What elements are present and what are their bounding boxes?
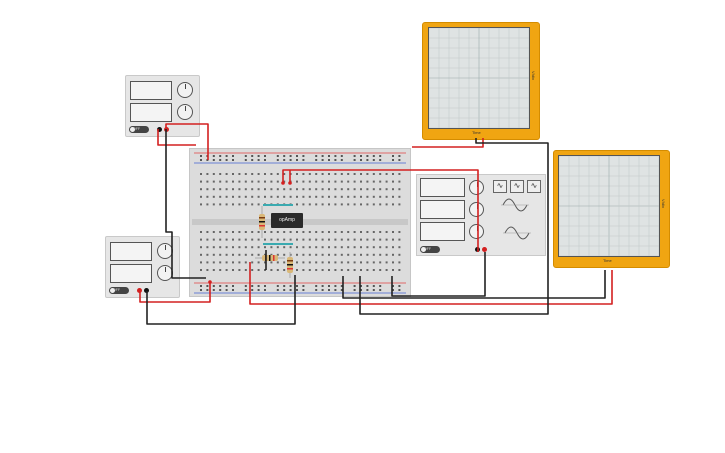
power-label: OFF — [424, 247, 431, 251]
time-label: Time — [603, 258, 612, 263]
power-switch-icon[interactable]: OFF — [109, 287, 129, 294]
negative-terminal[interactable] — [157, 127, 162, 132]
opamp-label: opAmp — [279, 217, 295, 223]
current-knob-icon[interactable] — [177, 104, 193, 120]
scope-screen — [428, 27, 530, 129]
current-display — [110, 264, 152, 283]
time-label: Time — [472, 130, 481, 135]
voltage-display — [110, 242, 152, 261]
power-supply-top[interactable]: OFF — [125, 75, 200, 137]
current-display — [130, 103, 172, 122]
voltage-knob-icon[interactable] — [177, 82, 193, 98]
negative-terminal[interactable] — [475, 247, 480, 252]
voltage-knob-icon[interactable] — [157, 243, 173, 259]
oscilloscope-top[interactable]: Time V/div — [422, 22, 540, 140]
volts-per-div-label: V/div — [530, 71, 536, 80]
negative-terminal[interactable] — [144, 288, 149, 293]
positive-terminal[interactable] — [482, 247, 487, 252]
power-label: OFF — [113, 288, 120, 292]
waveform-preview-icon — [501, 198, 531, 240]
power-switch-icon[interactable]: OFF — [420, 246, 440, 253]
power-supply-bottom[interactable]: OFF — [105, 236, 180, 298]
function-generator[interactable]: ∿ ∿ ∿ OFF — [416, 174, 546, 256]
volts-per-div-label: V/div — [660, 199, 666, 208]
oscilloscope-right[interactable]: Time V/div — [553, 150, 670, 268]
power-label: OFF — [133, 127, 140, 131]
scope-screen — [558, 155, 660, 257]
power-switch-icon[interactable]: OFF — [129, 126, 149, 133]
opamp-chip[interactable]: opAmp — [271, 213, 303, 228]
positive-terminal[interactable] — [137, 288, 142, 293]
current-knob-icon[interactable] — [157, 265, 173, 281]
positive-terminal[interactable] — [164, 127, 169, 132]
voltage-display — [130, 81, 172, 100]
